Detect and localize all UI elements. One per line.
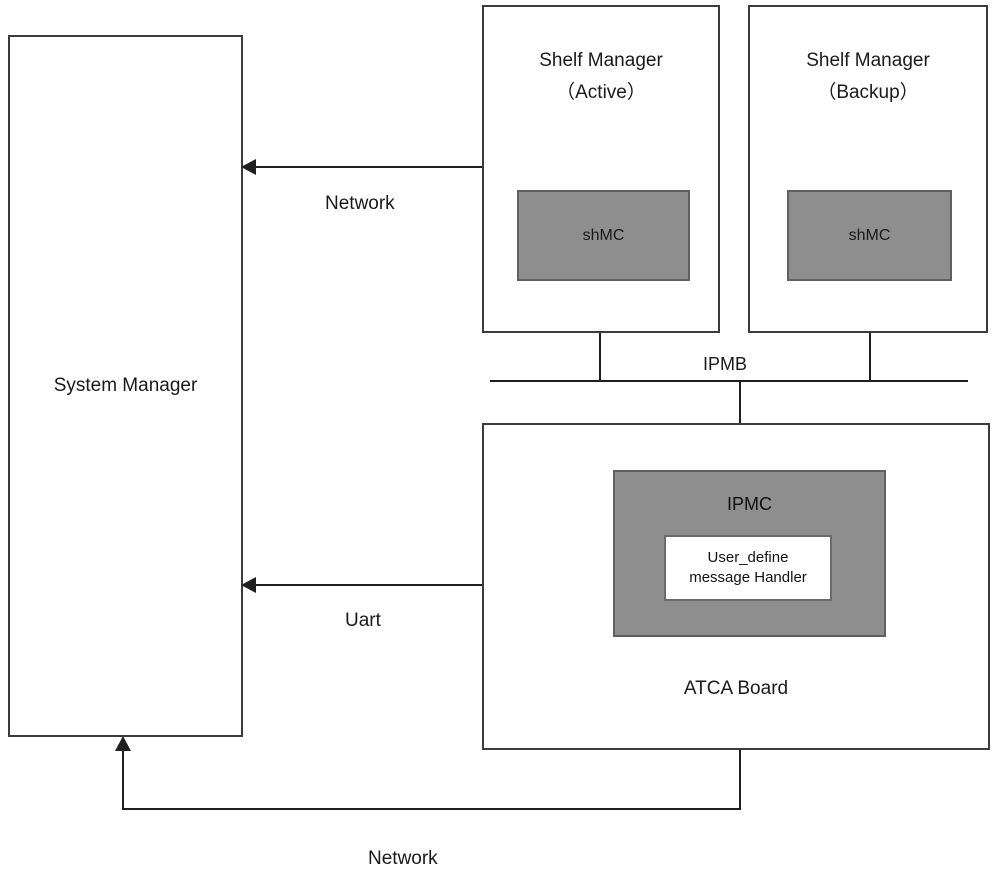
shmc-backup-label: shMC	[848, 226, 891, 244]
network-bottom-label: Network	[368, 848, 438, 869]
ipmb-label: IPMB	[703, 354, 748, 374]
connector-backup-to-ipmb	[869, 333, 871, 380]
shelf-manager-active-box: Shelf Manager （Active）	[482, 5, 720, 333]
shelf-manager-backup-title-line2: （Backup）	[817, 82, 919, 104]
uart-label: Uart	[345, 610, 381, 631]
user-define-message-handler-box: User_define message Handler	[664, 535, 832, 601]
handler-label-line1: User_define	[707, 548, 789, 566]
connector-ipmb-to-atca	[739, 382, 741, 423]
system-manager-box: System Manager	[8, 35, 243, 737]
uart-link-line	[252, 584, 482, 586]
shelf-manager-backup-title-line1: Shelf Manager	[806, 50, 930, 71]
network-bottom-segment-to-system-manager	[122, 748, 124, 810]
shelf-manager-backup-title: Shelf Manager （Backup）	[750, 45, 986, 110]
network-bottom-segment-horizontal	[123, 808, 741, 810]
shelf-manager-backup-box: Shelf Manager （Backup）	[748, 5, 988, 333]
shmc-active-label: shMC	[582, 226, 625, 244]
network-bottom-segment-from-atca	[739, 750, 741, 810]
network-bottom-arrowhead-icon	[115, 736, 131, 751]
handler-label-line2: message Handler	[689, 569, 807, 586]
system-manager-label: System Manager	[53, 375, 198, 396]
uart-arrowhead-icon	[241, 577, 256, 593]
network-top-link-line	[252, 166, 482, 168]
shmc-active-box: shMC	[517, 190, 690, 281]
shelf-manager-active-title-line1: Shelf Manager	[539, 50, 663, 71]
atca-board-label: ATCA Board	[683, 678, 789, 699]
network-top-label: Network	[325, 193, 395, 214]
network-top-arrowhead-icon	[241, 159, 256, 175]
shelf-manager-active-title-line2: （Active）	[556, 82, 646, 104]
shmc-backup-box: shMC	[787, 190, 952, 281]
shelf-manager-active-title: Shelf Manager （Active）	[484, 45, 718, 110]
ipmc-label: IPMC	[727, 494, 772, 514]
connector-active-to-ipmb	[599, 333, 601, 380]
ipmb-bus-line	[490, 380, 968, 382]
